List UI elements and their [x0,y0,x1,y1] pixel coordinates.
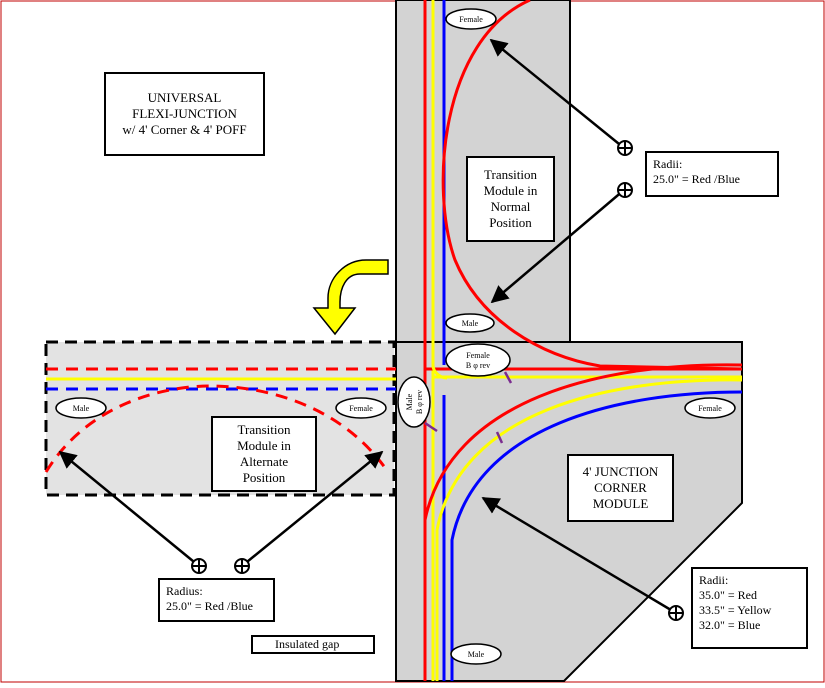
connector-male-rotated: Male B φ rev [397,376,431,428]
title-line: UNIVERSAL [147,90,222,105]
alt-curve-red [44,384,390,473]
corner-curve-red [423,363,743,681]
fillet-yellow [431,364,448,380]
radii-line: 33.5" = Yellow [699,603,772,617]
title-line: w/ 4' Corner & 4' POFF [122,122,247,137]
gap-mark-1 [503,371,513,384]
radii-line: 25.0" = Red /Blue [653,172,740,186]
label-line: Position [489,215,532,230]
connector-female-top: Female [445,8,497,30]
svg-text:Female: Female [349,404,373,413]
svg-text:Male: Male [468,650,485,659]
yellow-rotate-arrow [312,259,389,336]
corner-curve-yellow [435,378,743,681]
connector-male-bottom: Male [450,643,502,665]
label-line: CORNER [594,480,647,495]
svg-text:Female: Female [698,404,722,413]
radius-arrow-corner [481,496,677,615]
radius-arrow-top-1 [489,38,625,149]
svg-text:Male: Male [405,393,414,410]
label-line: Transition [237,422,291,437]
center-mark-icon [668,605,684,621]
legend-box: Insulated gap [251,635,375,654]
connector-female-left: Female [335,397,387,419]
radii-line: Radii: [699,573,729,587]
svg-text:Female: Female [459,15,483,24]
center-mark-icon [617,140,633,156]
title-box: UNIVERSAL FLEXI-JUNCTION w/ 4' Corner & … [104,72,265,156]
svg-text:Female: Female [466,351,490,360]
radius-left-box: Radius: 25.0" = Red /Blue [158,578,275,622]
svg-text:Male: Male [73,404,90,413]
radius-arrow-top-2 [490,189,625,304]
legend-label: Insulated gap [275,637,340,651]
radii-top-box: Radii: 25.0" = Red /Blue [645,151,779,197]
label-line: Transition [484,167,537,182]
center-mark-icon [234,558,250,574]
corner-curve-blue [450,390,743,681]
transition-alternate-label: Transition Module in Alternate Position [211,416,317,492]
label-line: Position [242,470,286,485]
center-mark-icon [191,558,207,574]
radius-line: Radius: [166,584,203,598]
radii-line: 35.0" = Red [699,588,757,602]
connector-female-junction: Female B φ rev [445,343,511,377]
corner-module-label: 4' JUNCTION CORNER MODULE [567,454,674,522]
svg-text:Male: Male [462,319,479,328]
transition-normal-label: Transition Module in Normal Position [466,156,555,242]
svg-text:B φ rev: B φ rev [466,361,490,370]
radius-line: 25.0" = Red /Blue [166,599,253,613]
gap-mark-2 [424,421,438,433]
gap-mark-3 [495,431,504,444]
transition-curve-red [441,0,743,371]
radii-line: Radii: [653,157,683,171]
radii-line: 32.0" = Blue [699,618,761,632]
radius-arrow-left-2 [241,450,384,567]
label-line: Normal [490,199,531,214]
label-line: Module in [483,183,538,198]
connector-male-left: Male [55,397,107,419]
label-line: MODULE [592,496,649,511]
svg-text:B φ rev: B φ rev [415,390,424,414]
center-mark-icon [617,182,633,198]
connector-male-transition: Male [445,313,495,333]
radius-arrow-left-1 [58,450,200,567]
connector-female-right: Female [684,397,736,419]
title-line: FLEXI-JUNCTION [132,106,237,121]
label-line: Module in [237,438,291,453]
radii-corner-box: Radii: 35.0" = Red 33.5" = Yellow 32.0" … [691,567,808,649]
label-line: 4' JUNCTION [582,464,659,479]
label-line: Alternate [239,454,289,469]
